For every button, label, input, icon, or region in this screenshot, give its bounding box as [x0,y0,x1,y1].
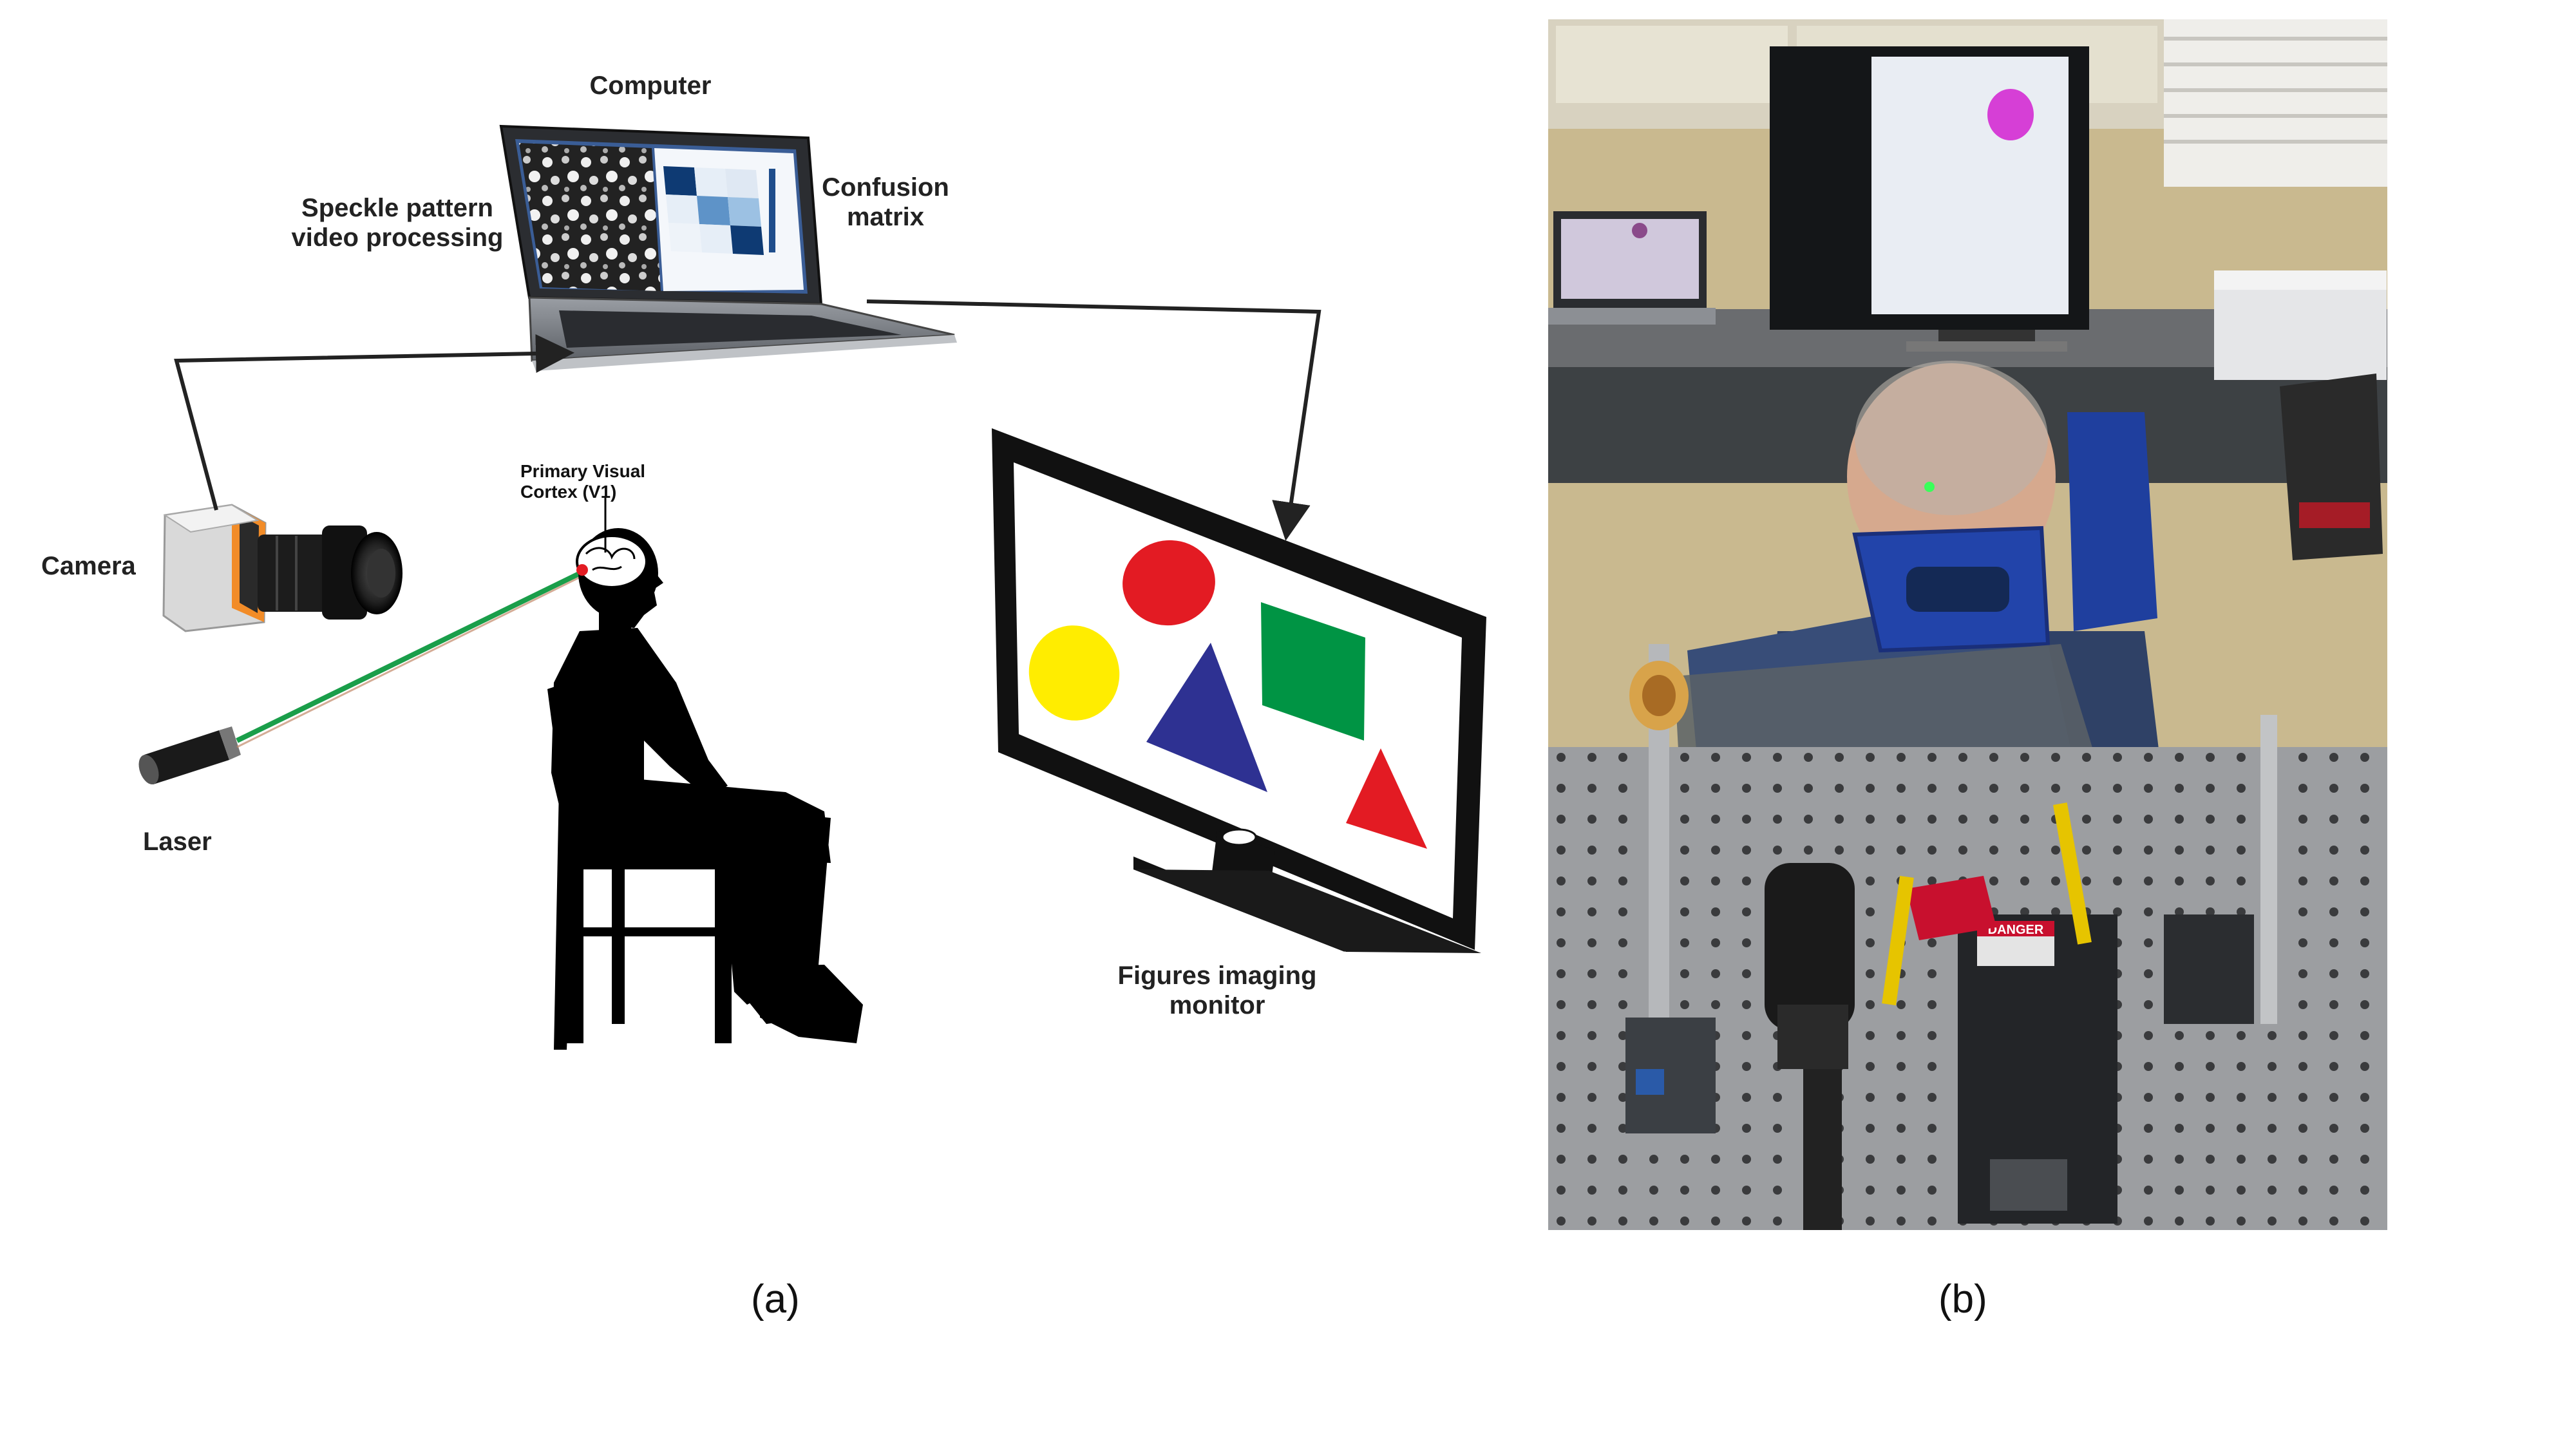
figures-monitor [992,428,1486,953]
photo-danger-label: DANGER [1988,923,2044,937]
confusion-label-line2: matrix [846,203,925,231]
shape-blue-triangle [1146,643,1267,792]
caption-b: (b) [1938,1277,1987,1321]
monitor-label-line1: Figures imaging [1117,961,1317,990]
photo-laser-spot [1924,482,1935,492]
laser-device [138,726,241,785]
confusion-matrix-grid [663,166,775,255]
v1-label: Primary Visual Cortex (V1) [520,461,645,502]
seated-person [551,528,863,1043]
speckle-processing-label: Speckle pattern video processing [278,193,516,252]
speckle-label-line1: Speckle pattern [301,194,493,222]
camera-to-computer-arrow [174,334,574,511]
camera [162,504,402,632]
v1-label-line2: Cortex (V1) [520,482,617,502]
shape-red-triangle [1346,748,1427,849]
shape-red-ellipse [1122,540,1215,626]
shape-yellow-ellipse [1028,625,1120,721]
laser-beam-secondary [236,574,583,748]
v1-label-line1: Primary Visual [520,461,646,481]
computer-label: Computer [589,71,712,100]
shape-green-square [1261,602,1365,741]
speckle-label-line2: video processing [291,223,504,252]
confusion-label-line1: Confusion [822,173,949,202]
monitor-label: Figures imaging monitor [1095,961,1340,1020]
speckle-image [519,143,661,291]
laptop [499,124,957,371]
monitor-label-line2: monitor [1169,991,1265,1019]
photo-target-dot [1987,89,2034,140]
caption-a: (a) [751,1277,800,1321]
laser-beam [236,569,584,743]
confusion-matrix-label: Confusion matrix [805,173,966,232]
v1-target-dot [576,564,588,576]
camera-label: Camera [41,552,136,580]
laser-label: Laser [143,828,212,856]
computer-to-monitor-arrow [866,299,1321,541]
chair [547,683,743,1050]
brain-overlay [576,535,648,589]
lab-photo: DANGER [1548,19,2387,1230]
